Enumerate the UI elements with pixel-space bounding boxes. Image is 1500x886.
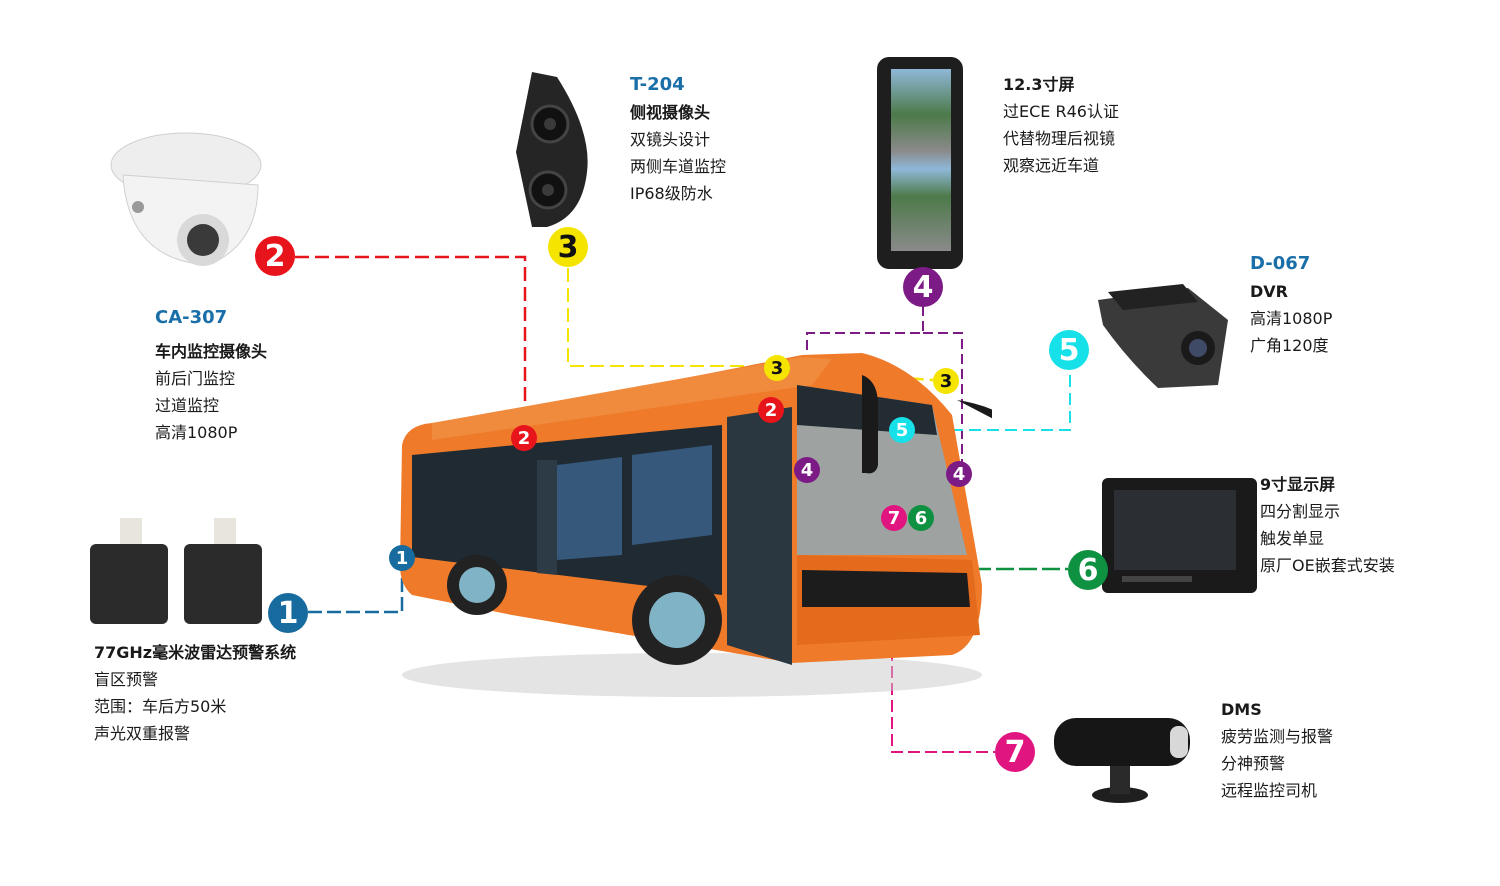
device-4-label: 12.3寸屏 过ECE R46认证 代替物理后视镜 观察远近车道 [1003, 71, 1119, 179]
device-7-line-1: 疲劳监测与报警 [1221, 727, 1334, 746]
device-4-line-2: 代替物理后视镜 [1003, 129, 1116, 148]
device-6-label: 9寸显示屏 四分割显示 触发单显 原厂OE嵌套式安装 [1260, 471, 1395, 579]
device-2-line-1: 前后门监控 [155, 369, 236, 388]
monitor-9inch-image [1102, 478, 1257, 593]
bus-marker-1: 1 [389, 545, 415, 571]
bus-image [392, 345, 1032, 705]
device-7-label: DMS 疲劳监测与报警 分神预警 远程监控司机 [1221, 696, 1333, 804]
device-3-label: T-204 侧视摄像头 双镜头设计 两侧车道监控 IP68级防水 [630, 71, 726, 207]
radar-sensor-image [90, 518, 270, 628]
device-2-model: CA-307 [155, 307, 228, 328]
side-camera-image [512, 72, 592, 232]
dvr-image [1088, 280, 1233, 395]
dome-camera-image [108, 125, 263, 275]
device-4-line-3: 观察远近车道 [1003, 156, 1100, 175]
bus-marker-7: 7 [881, 505, 907, 531]
bus-marker-4-left: 4 [794, 457, 820, 483]
mirror-display-image [877, 57, 963, 269]
bus-marker-4-right: 4 [946, 461, 972, 487]
bus-marker-3-right: 3 [933, 368, 959, 394]
dms-camera-image [1052, 712, 1192, 804]
device-5-line-1: 高清1080P [1250, 309, 1333, 328]
bus-marker-6: 6 [908, 505, 934, 531]
marker-4-big: 4 [903, 267, 943, 307]
device-1-title: 77GHz毫米波雷达预警系统 [94, 643, 297, 662]
marker-2-big: 2 [255, 236, 295, 276]
device-2-line-2: 过道监控 [155, 396, 220, 415]
device-7-line-2: 分神预警 [1221, 754, 1286, 773]
device-3-line-2: 两侧车道监控 [630, 157, 727, 176]
device-1-line-2: 范围：车后方50米 [94, 697, 227, 716]
marker-3-big: 3 [548, 227, 588, 267]
device-2-title: 车内监控摄像头 [155, 342, 268, 361]
device-5-title: DVR [1250, 282, 1288, 301]
device-5-label: D-067 DVR 高清1080P 广角120度 [1250, 250, 1332, 359]
device-1-label: 77GHz毫米波雷达预警系统 盲区预警 范围：车后方50米 声光双重报警 [94, 639, 296, 747]
bus-marker-3-left: 3 [764, 355, 790, 381]
marker-1-big: 1 [268, 593, 308, 633]
device-4-line-1: 过ECE R46认证 [1003, 102, 1119, 121]
device-3-line-1: 双镜头设计 [630, 130, 711, 149]
device-5-model: D-067 [1250, 253, 1311, 274]
device-3-model: T-204 [630, 74, 685, 95]
device-4-title: 12.3寸屏 [1003, 75, 1075, 94]
device-6-line-3: 原厂OE嵌套式安装 [1260, 556, 1395, 575]
device-3-title: 侧视摄像头 [630, 103, 711, 122]
device-1-line-3: 声光双重报警 [94, 724, 191, 743]
bus-marker-2-rear: 2 [511, 425, 537, 451]
device-6-line-2: 触发单显 [1260, 529, 1325, 548]
marker-7-big: 7 [995, 732, 1035, 772]
device-6-title: 9寸显示屏 [1260, 475, 1336, 494]
device-2-label: CA-307 车内监控摄像头 前后门监控 过道监控 高清1080P [155, 304, 267, 446]
marker-5-big: 5 [1049, 330, 1089, 370]
device-3-line-3: IP68级防水 [630, 184, 713, 203]
bus-marker-2-front: 2 [758, 397, 784, 423]
device-2-line-3: 高清1080P [155, 423, 238, 442]
device-1-line-1: 盲区预警 [94, 670, 159, 689]
device-7-title: DMS [1221, 700, 1262, 719]
device-5-line-2: 广角120度 [1250, 336, 1329, 355]
marker-6-big: 6 [1068, 550, 1108, 590]
device-6-line-1: 四分割显示 [1260, 502, 1341, 521]
device-7-line-3: 远程监控司机 [1221, 781, 1318, 800]
bus-marker-5: 5 [889, 417, 915, 443]
